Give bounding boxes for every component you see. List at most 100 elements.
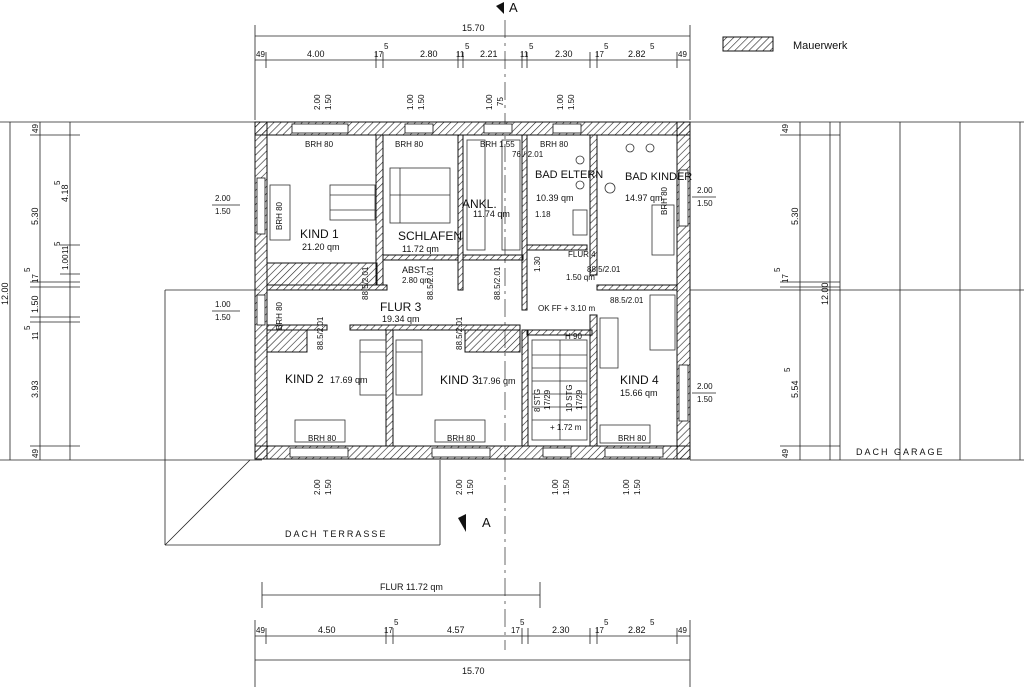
svg-text:5: 5 (520, 618, 525, 627)
room-abst-area: 2.80 qm (402, 276, 431, 285)
svg-text:BRH 80: BRH 80 (447, 434, 476, 443)
svg-text:8 STG: 8 STG (533, 389, 542, 412)
svg-text:88.5/2.01: 88.5/2.01 (493, 266, 502, 300)
svg-text:88.5/2.01: 88.5/2.01 (455, 316, 464, 350)
svg-text:5: 5 (529, 42, 534, 51)
svg-text:5.30: 5.30 (30, 207, 40, 225)
svg-text:2.00: 2.00 (313, 94, 322, 110)
svg-text:2.82: 2.82 (628, 625, 646, 635)
svg-text:17/29: 17/29 (543, 389, 552, 410)
svg-text:2.00: 2.00 (697, 186, 713, 195)
svg-text:88.5/2.01: 88.5/2.01 (316, 316, 325, 350)
svg-text:49: 49 (678, 50, 687, 59)
svg-text:49: 49 (781, 124, 790, 133)
svg-text:49: 49 (256, 50, 265, 59)
svg-text:BRH 80: BRH 80 (308, 434, 337, 443)
svg-text:49: 49 (256, 626, 265, 635)
svg-text:88.5/2.01: 88.5/2.01 (426, 266, 435, 300)
left-window-dims: 2.00 1.50 1.00 1.50 (212, 194, 240, 322)
svg-text:BRH 80: BRH 80 (395, 140, 424, 149)
svg-text:1.00: 1.00 (61, 254, 70, 270)
svg-text:17: 17 (595, 626, 604, 635)
svg-text:17: 17 (31, 274, 40, 283)
room-kind2-name: KIND 2 (285, 372, 324, 386)
svg-text:2.30: 2.30 (552, 625, 570, 635)
furniture (269, 139, 676, 444)
room-kind3-name: KIND 3 (440, 373, 479, 387)
interior-walls (266, 134, 678, 447)
svg-text:BRH 80: BRH 80 (540, 140, 569, 149)
room-kind1-area: 21.20 qm (302, 242, 340, 252)
svg-text:BRH 80: BRH 80 (305, 140, 334, 149)
svg-text:2.00: 2.00 (215, 194, 231, 203)
svg-text:1.50: 1.50 (417, 94, 426, 110)
svg-text:11: 11 (456, 50, 465, 59)
svg-text:BRH 80: BRH 80 (275, 201, 284, 230)
svg-text:1.00: 1.00 (556, 94, 565, 110)
svg-text:1.50: 1.50 (215, 313, 231, 322)
svg-text:2.00: 2.00 (697, 382, 713, 391)
top-total-dim: 15.70 (462, 23, 485, 33)
svg-text:4.57: 4.57 (447, 625, 465, 635)
room-labels: KIND 1 21.20 qm SCHLAFEN 11.72 qm ANKL. … (285, 169, 692, 398)
svg-text:4.00: 4.00 (307, 49, 325, 59)
svg-text:5: 5 (604, 42, 609, 51)
svg-text:5: 5 (23, 267, 32, 272)
svg-text:1.00: 1.00 (485, 94, 494, 110)
svg-text:75: 75 (496, 97, 505, 106)
room-bad-eltern-area: 10.39 qm (536, 193, 574, 203)
svg-text:OK FF + 3.10 m: OK FF + 3.10 m (538, 304, 595, 313)
svg-text:49: 49 (678, 626, 687, 635)
svg-text:1.50: 1.50 (562, 479, 571, 495)
room-flur4-area: 1.50 qm (566, 273, 595, 282)
svg-text:2.21: 2.21 (480, 49, 498, 59)
section-marker-bottom: A (458, 514, 491, 532)
svg-text:3.93: 3.93 (30, 380, 40, 398)
svg-text:17: 17 (511, 626, 520, 635)
svg-text:1.50: 1.50 (466, 479, 475, 495)
svg-text:1.50: 1.50 (697, 199, 713, 208)
svg-text:2.80: 2.80 (420, 49, 438, 59)
svg-text:1.50: 1.50 (324, 94, 333, 110)
svg-text:5: 5 (53, 180, 62, 185)
svg-text:5: 5 (773, 267, 782, 272)
svg-text:17: 17 (374, 50, 383, 59)
dach-garage-label: DACH GARAGE (856, 447, 945, 457)
svg-text:+ 1.72 m: + 1.72 m (550, 423, 582, 432)
svg-text:11: 11 (61, 245, 70, 254)
svg-text:76 / 2.01: 76 / 2.01 (512, 150, 544, 159)
svg-text:1.18: 1.18 (535, 210, 551, 219)
svg-text:1.00: 1.00 (215, 300, 231, 309)
room-flur3-area: 19.34 qm (382, 314, 420, 324)
legend-label: Mauerwerk (793, 40, 848, 52)
svg-text:H 90: H 90 (565, 332, 582, 341)
svg-text:BRH 80: BRH 80 (275, 301, 284, 330)
room-kind4-area: 15.66 qm (620, 388, 658, 398)
svg-text:1.50: 1.50 (324, 479, 333, 495)
svg-text:1.30: 1.30 (533, 256, 542, 272)
svg-text:1.00: 1.00 (622, 479, 631, 495)
room-kind1-name: KIND 1 (300, 227, 339, 241)
bottom-window-dims: 2.00 1.50 2.00 1.50 1.00 1.50 1.00 1.50 (313, 479, 642, 495)
bottom-dimension-chain: FLUR 11.72 qm 49 4.50 17 5 4.57 17 5 2.3… (254, 582, 691, 687)
brh-labels: BRH 80 BRH 80 BRH 1.55 BRH 80 BRH 80 BRH… (275, 140, 669, 443)
svg-text:5: 5 (384, 42, 389, 51)
svg-text:5: 5 (783, 367, 792, 372)
svg-text:2.00: 2.00 (313, 479, 322, 495)
section-letter-top: A (509, 0, 518, 15)
svg-text:88.5/2.01: 88.5/2.01 (610, 296, 644, 305)
svg-text:5: 5 (650, 42, 655, 51)
right-dimension-chain: 49 5.30 17 5 5.54 5 49 12.00 DACH GARAGE… (690, 121, 1024, 461)
svg-text:17: 17 (384, 626, 393, 635)
top-window-dims: 2.00 1.50 1.00 1.50 1.00 75 1.00 1.50 (313, 94, 576, 110)
svg-text:1.50: 1.50 (215, 207, 231, 216)
room-ankl-area: 11.74 qm (473, 209, 510, 219)
dach-terrasse-label: DACH TERRASSE (285, 529, 387, 539)
svg-text:17/29: 17/29 (575, 389, 584, 410)
svg-text:1.50: 1.50 (30, 295, 40, 313)
svg-text:1.00: 1.00 (406, 94, 415, 110)
svg-text:1.50: 1.50 (567, 94, 576, 110)
room-abst-name: ABST. (402, 265, 427, 275)
svg-text:5: 5 (604, 618, 609, 627)
exterior-walls (254, 121, 691, 460)
